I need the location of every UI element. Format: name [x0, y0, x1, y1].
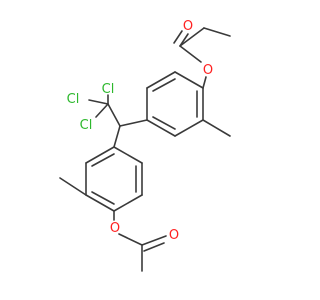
- methyl-bond-top: [202, 119, 231, 137]
- bond-to-cl: [95, 103, 109, 118]
- atom-label-oxygen: O: [169, 228, 179, 243]
- atom-label-oxygen: O: [203, 63, 213, 78]
- top-aryl-ring: [146, 71, 204, 137]
- methyl-bond-bottom: [59, 177, 87, 196]
- bottom-acetate-group: [113, 210, 167, 272]
- double-bond-second: [173, 30, 183, 44]
- molecule-canvas: O O Cl Cl Cl O O: [59, 19, 231, 272]
- double-bond-inner: [91, 191, 115, 205]
- bond: [146, 119, 176, 137]
- bond: [146, 71, 176, 89]
- bond: [141, 235, 167, 246]
- bond: [174, 71, 204, 89]
- structure-diagram: O O Cl Cl Cl O O: [59, 19, 231, 272]
- bond: [179, 33, 189, 47]
- bond: [107, 103, 121, 127]
- atom-label-chlorine: Cl: [80, 118, 93, 133]
- bond: [118, 233, 143, 246]
- top-acetate-group: [173, 27, 231, 89]
- bond: [85, 194, 115, 212]
- bond: [113, 125, 121, 148]
- bond: [202, 76, 207, 89]
- bond-to-cl: [88, 99, 109, 105]
- double-bond-inner: [91, 153, 115, 167]
- bond: [85, 146, 115, 164]
- bond: [179, 45, 202, 63]
- bond: [119, 119, 148, 127]
- bottom-aryl-ring: [85, 146, 143, 212]
- double-bond-second: [143, 242, 165, 252]
- atom-label-chlorine: Cl: [67, 92, 80, 107]
- central-linkage: [88, 94, 148, 148]
- bond: [179, 27, 205, 47]
- atom-label-chlorine: Cl: [102, 82, 115, 97]
- double-bond-inner: [152, 116, 176, 130]
- bond: [113, 146, 143, 164]
- bond: [174, 119, 204, 137]
- methyl-bond: [203, 27, 231, 37]
- bond: [113, 194, 143, 212]
- atom-label-oxygen: O: [183, 19, 193, 34]
- atom-label-oxygen: O: [110, 221, 120, 236]
- double-bond-inner: [152, 78, 176, 92]
